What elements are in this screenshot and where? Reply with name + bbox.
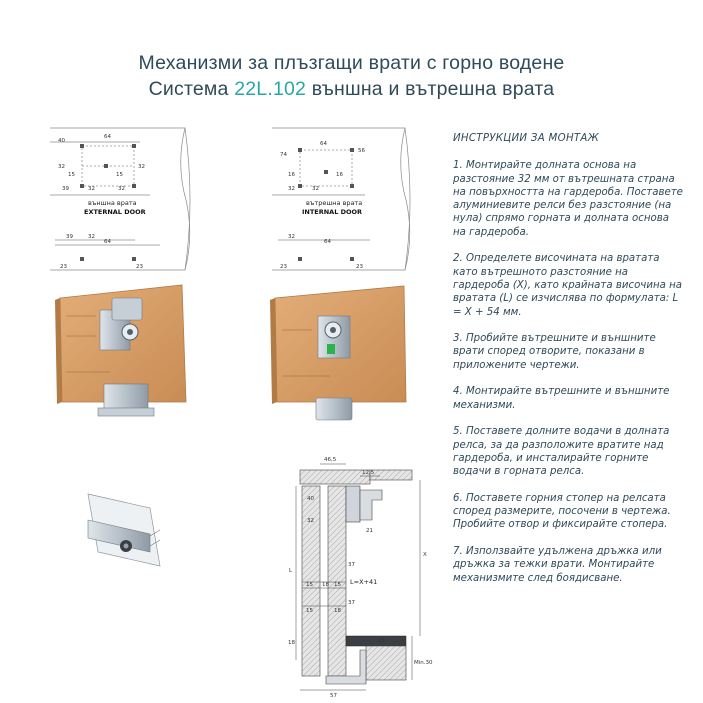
instruction-step: 4. Монтирайте вътрешните и външните меха… bbox=[453, 386, 670, 411]
system-code: 22L.102 bbox=[234, 78, 307, 100]
instruction-step: 1. Монтирайте долната основа на разстоян… bbox=[453, 160, 683, 238]
title-suffix: външна и вътрешна врата bbox=[306, 78, 555, 100]
dim-sec-15: Min.30 bbox=[414, 660, 433, 666]
dim-int-8: 64 bbox=[324, 239, 331, 245]
external-caption-en: EXTERNAL DOOR bbox=[84, 208, 146, 216]
dim-sec-16: L bbox=[289, 568, 293, 574]
internal-door-drawing: 74 64 56 16 16 32 32 64 32 23 23 вътрешн… bbox=[272, 127, 411, 271]
dim-sec-5: 21 bbox=[366, 528, 373, 534]
dim-int-9: 32 bbox=[288, 234, 295, 240]
instructions-heading: ИНСТРУКЦИИ ЗА МОНТАЖ bbox=[453, 133, 599, 144]
dim-ext-12: 32 bbox=[88, 234, 95, 240]
dim-ext-6: 15 bbox=[116, 172, 123, 178]
dim-ext-13: 23 bbox=[60, 264, 67, 270]
dim-sec-14: 57 bbox=[330, 693, 337, 699]
internal-caption-en: INTERNAL DOOR bbox=[302, 208, 362, 216]
formula-label: L=X+41 bbox=[350, 578, 377, 586]
title-prefix: Система bbox=[148, 78, 235, 100]
page-title: Механизми за плъзгащи врати с горно воде… bbox=[0, 50, 703, 102]
cross-section-drawing: 46,5 12,5 40 32 21 37 37 15 18 15 15 18 … bbox=[288, 457, 433, 699]
dim-sec-4: 32 bbox=[307, 518, 314, 524]
dim-int-11: 23 bbox=[356, 264, 363, 270]
instruction-step: 5. Поставете долните водачи в долната ре… bbox=[453, 426, 670, 478]
dim-sec-13: 18 bbox=[288, 640, 295, 646]
dim-sec-12: 18 bbox=[334, 608, 341, 614]
dim-ext-5: 15 bbox=[68, 172, 75, 178]
dim-sec-6: 37 bbox=[348, 562, 355, 568]
dim-int-4: 16 bbox=[288, 172, 295, 178]
dim-ext-1: 40 bbox=[58, 138, 65, 144]
instruction-step: 6. Поставете горния стопер на релсата сп… bbox=[453, 492, 671, 531]
dim-ext-2: 64 bbox=[104, 134, 111, 140]
dim-ext-11: 39 bbox=[66, 234, 73, 240]
dim-ext-7: 39 bbox=[62, 186, 69, 192]
dim-ext-3: 32 bbox=[58, 164, 65, 170]
dim-int-2: 64 bbox=[320, 141, 327, 147]
dim-sec-1: 46,5 bbox=[324, 457, 337, 463]
instruction-step: 3. Пробийте вътрешните и външните врати … bbox=[453, 333, 656, 371]
dim-ext-9: 32 bbox=[118, 186, 125, 192]
internal-door-render bbox=[270, 285, 407, 421]
dim-sec-3: 40 bbox=[307, 496, 314, 502]
dim-int-7: 32 bbox=[312, 186, 319, 192]
dim-sec-11: 15 bbox=[306, 608, 313, 614]
external-caption-bg: външна врата bbox=[88, 199, 137, 207]
title-line-2: Система 22L.102 външна и вътрешна врата bbox=[0, 76, 703, 102]
external-door-drawing: 40 64 32 32 15 15 39 32 32 64 39 32 23 2… bbox=[50, 127, 191, 271]
internal-caption-bg: вътрешна врата bbox=[306, 199, 362, 207]
dim-sec-10: 15 bbox=[334, 582, 341, 588]
dim-ext-8: 32 bbox=[88, 186, 95, 192]
dim-ext-14: 23 bbox=[136, 264, 143, 270]
dim-sec-17: X bbox=[423, 552, 427, 558]
title-line-1: Механизми за плъзгащи врати с горно воде… bbox=[138, 52, 565, 74]
instruction-step: 7. Използвайте удължена дръжка или дръжк… bbox=[453, 545, 662, 584]
external-door-render bbox=[55, 284, 187, 417]
instructions-panel: ИНСТРУКЦИИ ЗА МОНТАЖ 1. Монтирайте долна… bbox=[453, 132, 685, 598]
dim-int-5: 16 bbox=[336, 172, 343, 178]
dim-ext-4: 32 bbox=[138, 164, 145, 170]
dim-sec-7: 37 bbox=[348, 600, 355, 606]
dim-int-1: 74 bbox=[280, 152, 287, 158]
dim-sec-8: 15 bbox=[306, 582, 313, 588]
dim-sec-2: 12,5 bbox=[362, 470, 375, 476]
dim-sec-9: 18 bbox=[322, 582, 329, 588]
dim-int-3: 56 bbox=[358, 148, 365, 154]
dim-sec-18: 15 bbox=[378, 638, 385, 644]
instruction-step: 2. Определете височината на вратата като… bbox=[453, 253, 682, 318]
dim-ext-10: 64 bbox=[104, 239, 111, 245]
rail-detail bbox=[87, 493, 161, 567]
dim-int-10: 23 bbox=[280, 264, 287, 270]
dim-int-6: 32 bbox=[288, 186, 295, 192]
